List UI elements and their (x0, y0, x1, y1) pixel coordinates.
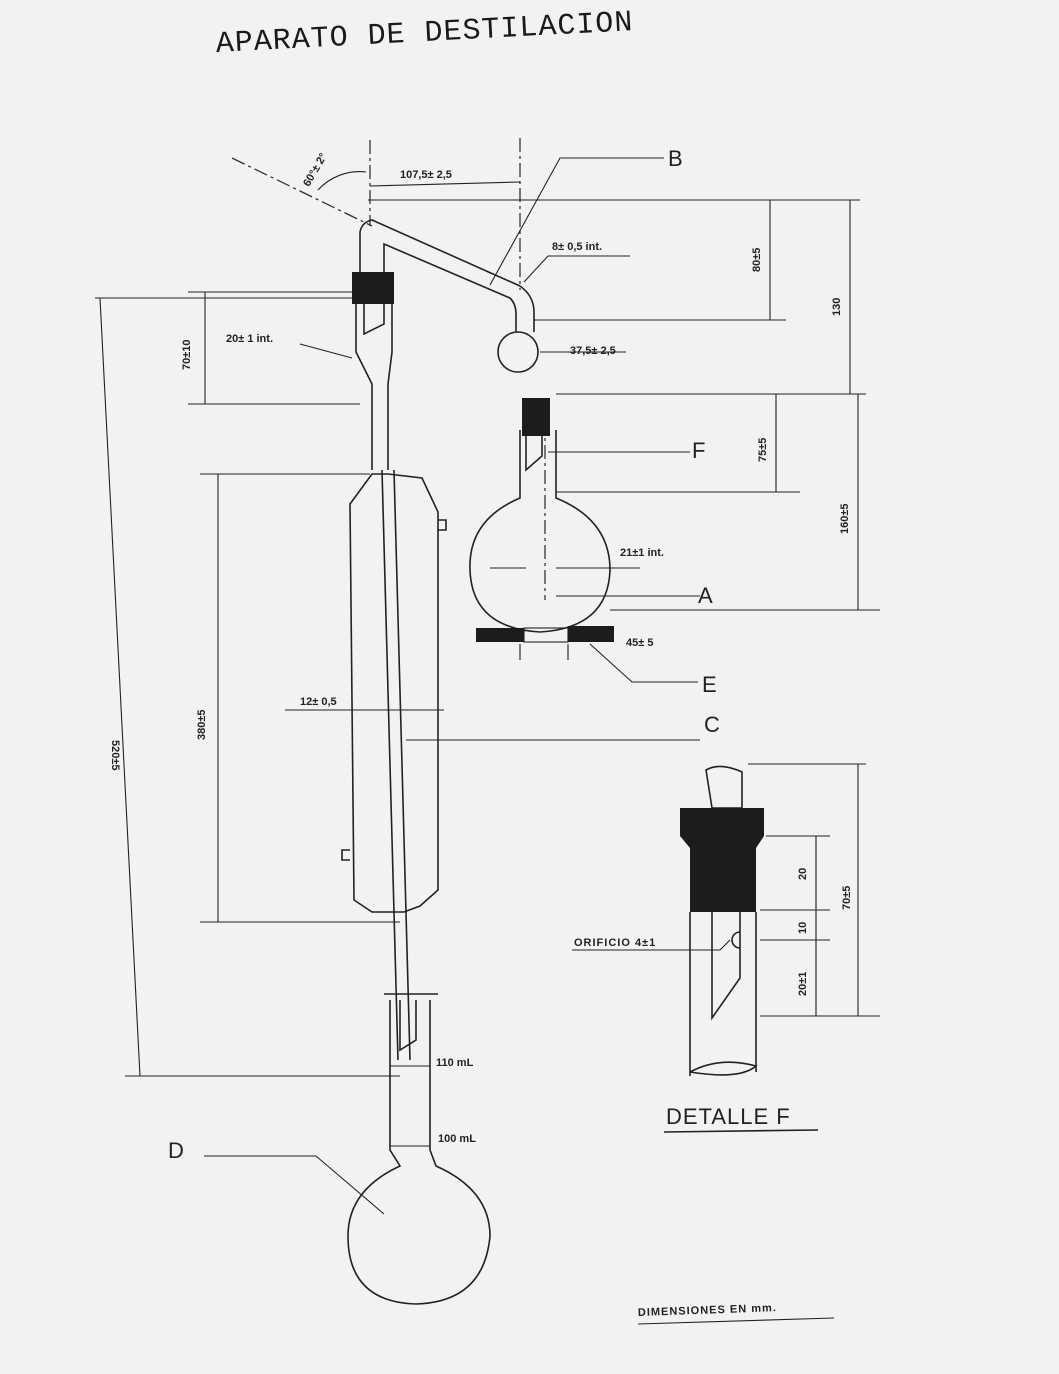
plate-right (568, 626, 614, 642)
jacket-len-label: 380±5 (196, 709, 208, 740)
detail-tube-top (705, 765, 743, 809)
vapor-tube-outer (359, 219, 521, 290)
vapor-tube-inner (383, 242, 511, 299)
mark-110-label: 110 mL (436, 1057, 474, 1069)
orifice-leader (572, 939, 731, 951)
detail-drip-tip (711, 912, 741, 1021)
detail-d20: 20 (797, 868, 809, 880)
adapter-left (355, 304, 373, 470)
label-c: C (704, 712, 720, 737)
adapter-right (387, 304, 393, 470)
detail-d70: 70±5 (841, 886, 853, 910)
detail-stopper (680, 808, 764, 912)
tube-inner-label: 8± 0,5 int. (552, 241, 602, 253)
detail-title: DETALLE F (666, 1104, 791, 1129)
neck-inner-label: 21±1 int. (620, 547, 664, 559)
adapter-drip-tip (363, 304, 385, 336)
detail-d20b: 20±1 (797, 972, 809, 996)
offset-label: 107,5± 2,5 (400, 169, 452, 181)
detail-tube-bottom (689, 1061, 758, 1076)
receiver-flask (347, 1000, 491, 1305)
inner-tube-right (393, 469, 411, 1061)
label-e: E (702, 672, 717, 697)
tube-inner-leader (523, 255, 630, 283)
water-outlet (438, 519, 447, 531)
flask-stopper (522, 398, 550, 436)
stopper-f-label: 75±5 (757, 438, 769, 462)
angle-arc (317, 171, 367, 191)
detail-tube-walls (689, 912, 757, 1076)
leader-d (204, 1155, 385, 1215)
detail-d10: 10 (797, 922, 809, 934)
label-d: D (168, 1138, 184, 1163)
water-inlet (341, 849, 350, 861)
footnote: DIMENSIONES EN mm. (638, 1302, 777, 1319)
overall-dim-line (99, 297, 141, 1077)
receiver-drip-tip (399, 1000, 417, 1052)
vapor-tube-bend (519, 285, 535, 332)
condenser-stopper (352, 272, 394, 304)
total-height-label: 130 (831, 298, 843, 316)
leader-e (589, 643, 698, 683)
angle-reference-line (231, 157, 373, 227)
label-b: B (668, 146, 683, 171)
orifice-label: ORIFICIO 4±1 (574, 937, 656, 949)
detail-orifice (731, 931, 741, 949)
inner-tube-left (381, 469, 399, 1061)
mark-100-label: 100 mL (438, 1133, 476, 1145)
label-f: F (692, 438, 705, 463)
plate-hole-label: 45± 5 (626, 637, 653, 649)
offset-dim-line (369, 181, 521, 187)
vapor-tube-bend-inner (509, 297, 517, 332)
flask-drip-tip (525, 436, 543, 472)
splash-bulb (497, 331, 539, 373)
adapter-top-label: 70±10 (181, 339, 193, 370)
adapter-inner-label: 20± 1 int. (226, 333, 273, 345)
plate-hole (523, 627, 569, 643)
condenser-jacket (349, 473, 439, 913)
boiling-flask (469, 430, 611, 633)
plate-left (476, 628, 524, 642)
tube-dim-label: 12± 0,5 (300, 696, 337, 708)
bulb-height-label: 80±5 (751, 248, 763, 272)
flask-height-label: 160±5 (839, 503, 851, 534)
label-a: A (698, 583, 713, 608)
adapter-inner-leader (299, 343, 353, 359)
detail-title-underline (663, 1129, 819, 1133)
overall-len-label: 520±5 (109, 740, 121, 771)
footnote-underline (637, 1317, 835, 1325)
leader-b (489, 157, 664, 286)
bulb-dia-label: 37,5± 2,5 (570, 345, 616, 357)
